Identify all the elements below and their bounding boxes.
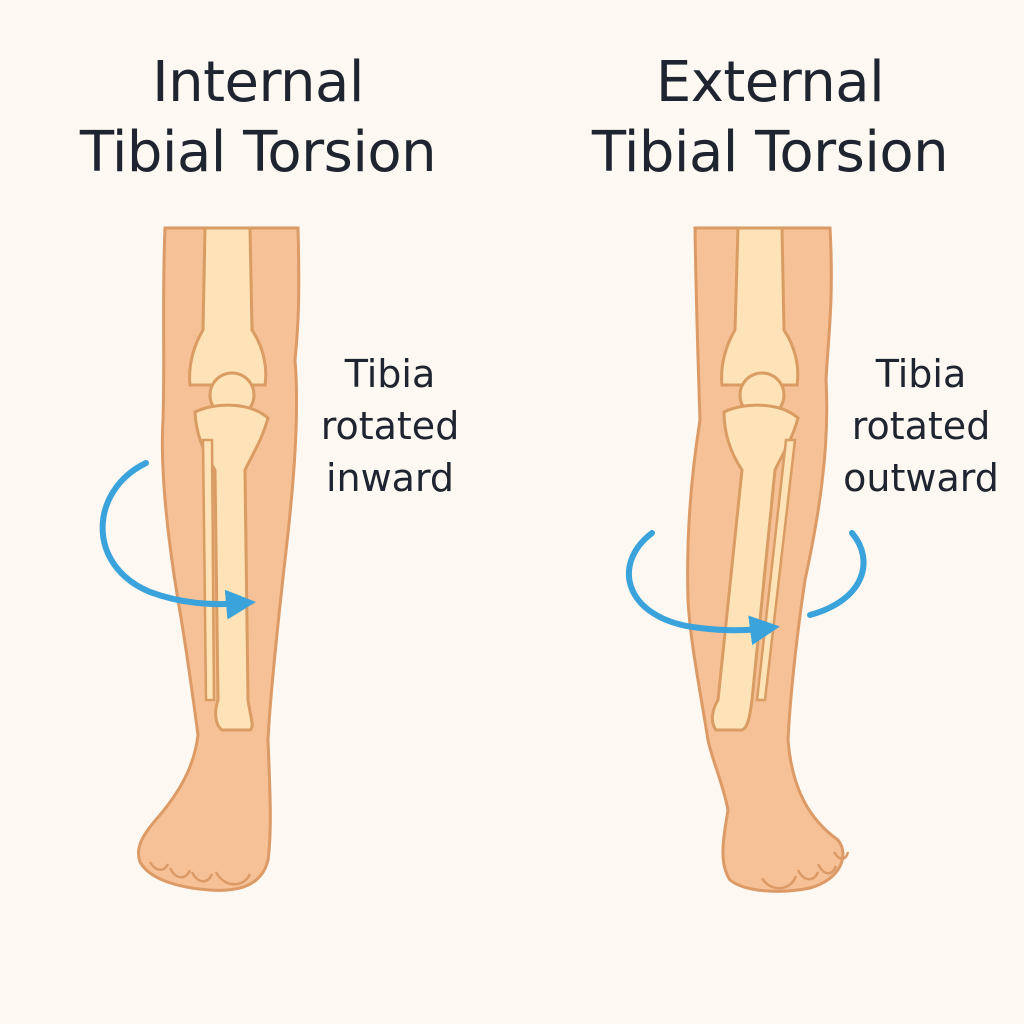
- caption-line: rotated: [300, 400, 480, 452]
- right-leg: [629, 228, 864, 891]
- left-leg: [103, 228, 299, 890]
- caption-line: outward: [826, 452, 1016, 504]
- caption-line: Tibia: [826, 348, 1016, 400]
- left-fibula: [203, 440, 214, 700]
- caption-line: inward: [300, 452, 480, 504]
- caption-line: rotated: [826, 400, 1016, 452]
- external-torsion-caption: Tibia rotated outward: [826, 348, 1016, 504]
- caption-line: Tibia: [300, 348, 480, 400]
- right-rotation-arrow-front: [810, 533, 864, 615]
- internal-torsion-caption: Tibia rotated inward: [300, 348, 480, 504]
